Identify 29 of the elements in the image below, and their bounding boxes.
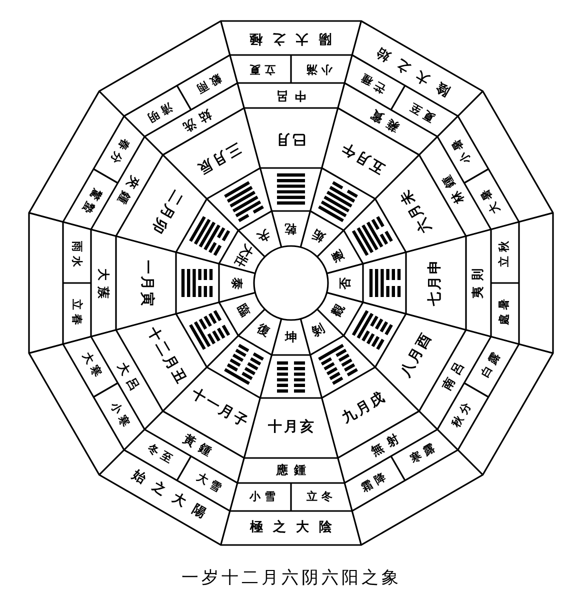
month-label: 十月亥	[254, 400, 328, 456]
solar-term-label: 小滿	[293, 57, 346, 81]
caption: 一岁十二月六阴六阳之象	[180, 567, 402, 589]
solar-term-label: 立春	[65, 285, 89, 338]
month-label: 一月寅	[118, 246, 174, 320]
outer-note: 陽大之極	[227, 23, 355, 53]
pitch-pipe-label: 夷則	[468, 234, 489, 332]
hexagram-name: 泰	[221, 270, 252, 296]
pitch-pipe-label: 中呂	[242, 85, 340, 106]
solar-term-label: 小雪	[236, 485, 289, 509]
solar-term-label: 白露	[466, 336, 514, 394]
solar-term-label: 雨水	[65, 228, 89, 281]
solar-term-label: 大暑	[466, 172, 514, 230]
month-label: 巳月	[254, 110, 328, 166]
solar-term-label: 立夏	[236, 57, 289, 81]
hexagram-name: 否	[330, 270, 361, 296]
solar-term-label: 穀雨	[180, 60, 238, 108]
solar-term-label: 處暑	[493, 285, 517, 338]
solar-term-label: 霜降	[344, 458, 402, 506]
pitch-pipe-label: 應鍾	[242, 460, 340, 481]
hexagram-name: 坤	[278, 322, 304, 353]
solar-term-label: 大寒	[68, 336, 116, 394]
pitch-pipe-label: 大蔟	[92, 234, 114, 332]
solar-term-label: 立冬	[293, 485, 346, 509]
hexagram-name: 乾	[278, 213, 304, 244]
solar-term-label: 驚蟄	[68, 172, 116, 230]
solar-term-label: 立秋	[493, 228, 517, 281]
month-label: 七月申	[408, 246, 464, 320]
outer-note: 極之大陰	[227, 513, 355, 543]
